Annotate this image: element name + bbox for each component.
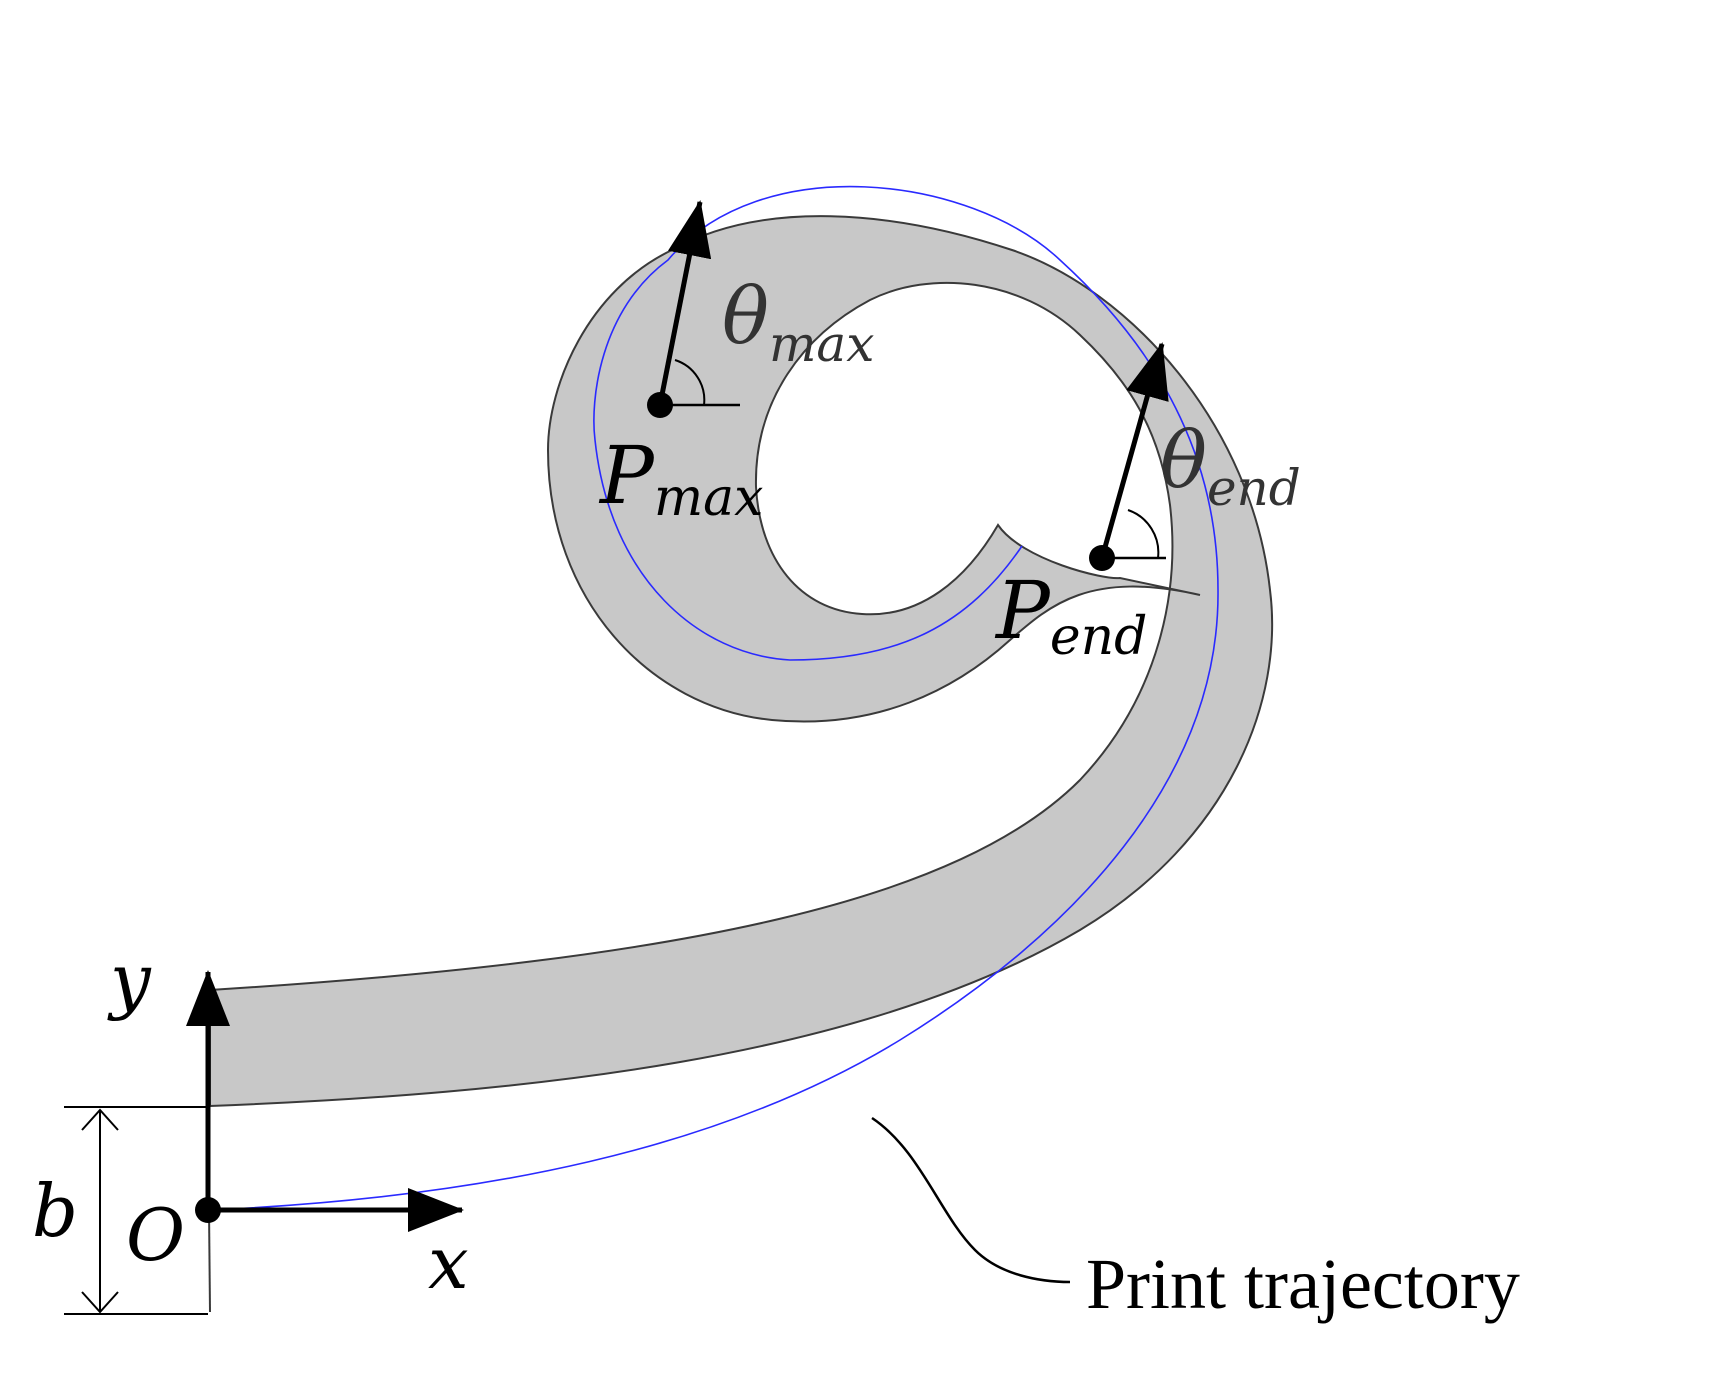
p-end-point bbox=[1089, 545, 1115, 571]
width-label: b bbox=[32, 1169, 78, 1253]
print-trajectory-line bbox=[209, 185, 1219, 1211]
p-max-symbol: P bbox=[598, 429, 655, 522]
origin-label: O bbox=[126, 1193, 185, 1277]
origin-point bbox=[195, 1197, 221, 1223]
y-axis-label: y bbox=[107, 938, 152, 1022]
x-axis-label: x bbox=[428, 1221, 469, 1305]
theta-end-symbol: θ bbox=[1160, 416, 1207, 506]
p-end-subscript: end bbox=[1050, 607, 1148, 667]
p-max-subscript: max bbox=[654, 468, 764, 528]
theta-end-angle-arc bbox=[1127, 509, 1160, 559]
trajectory-leader-line bbox=[871, 1116, 1071, 1284]
theta-max-subscript: max bbox=[769, 315, 874, 373]
theta-max-angle-arc bbox=[674, 359, 706, 406]
p-end-label: Pend bbox=[994, 564, 1147, 667]
theta-max-symbol: θ bbox=[722, 272, 769, 362]
tangent-arrow-end bbox=[1099, 342, 1169, 559]
p-max-label: Pmax bbox=[598, 429, 763, 528]
theta-max-label: θmax bbox=[722, 272, 874, 373]
print-trajectory-label: Print trajectory bbox=[1086, 1244, 1520, 1324]
tangent-arrow-max bbox=[657, 200, 712, 406]
dimension-b bbox=[64, 1106, 208, 1315]
p-end-symbol: P bbox=[994, 564, 1051, 657]
spiral-beam bbox=[209, 215, 1274, 1108]
theta-end-subscript: end bbox=[1207, 459, 1301, 517]
p-max-point bbox=[647, 392, 673, 418]
theta-end-label: θend bbox=[1160, 416, 1301, 517]
